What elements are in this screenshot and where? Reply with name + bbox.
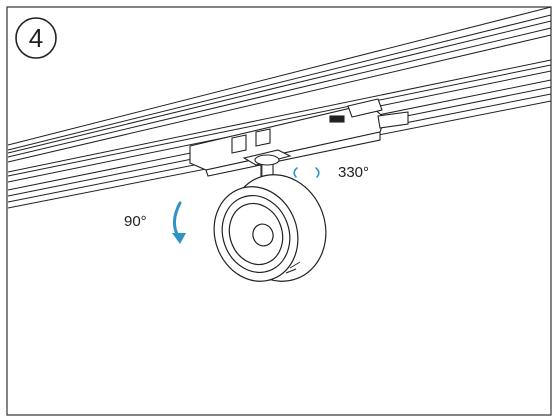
rotation-label: 330°	[338, 164, 369, 181]
tilt-label: 90°	[124, 213, 147, 230]
tilt-arrow-icon	[172, 201, 186, 244]
rotation-arrows-icon	[293, 167, 320, 178]
diagram-frame	[6, 6, 552, 416]
step-number: 4	[29, 23, 43, 53]
step-badge: 4	[15, 17, 57, 59]
track-adapter	[189, 98, 409, 177]
step-circle	[15, 17, 57, 59]
lamp-head	[213, 174, 327, 282]
